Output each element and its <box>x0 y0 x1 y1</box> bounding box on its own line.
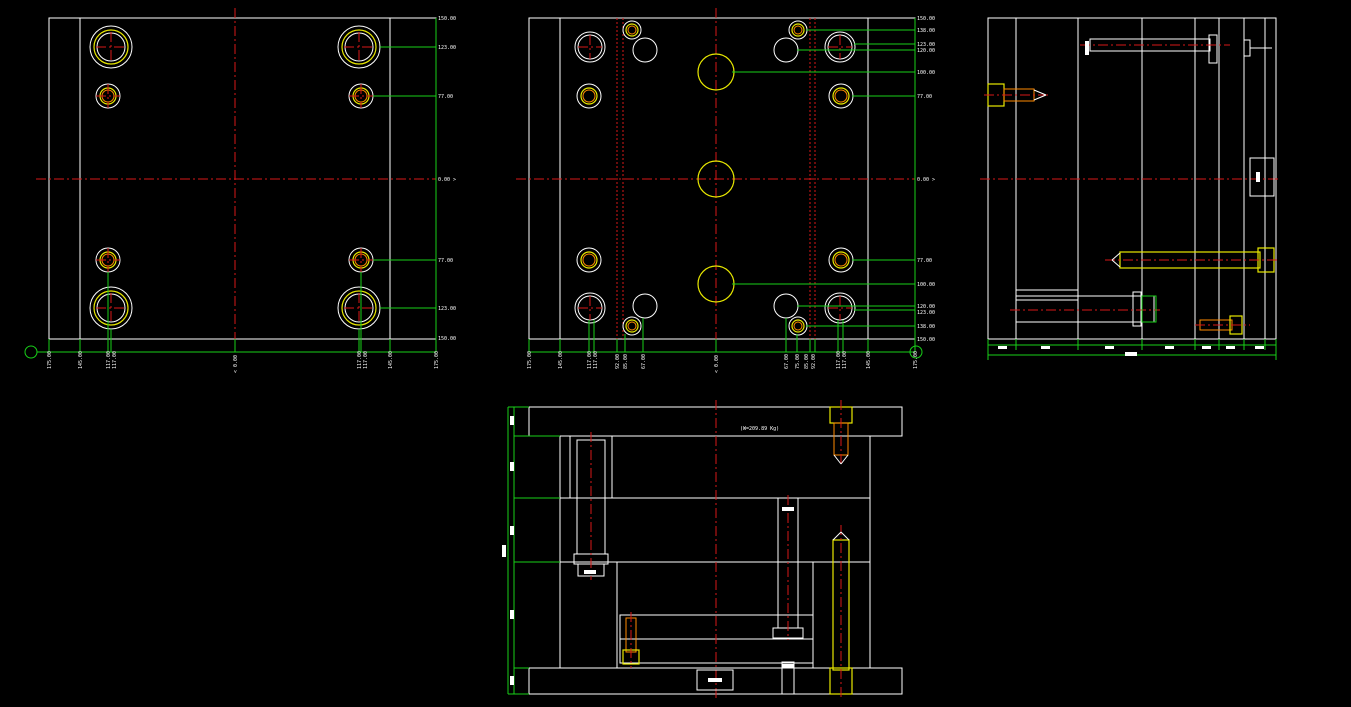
guide-bush-bottom-left <box>89 286 133 330</box>
weight-label: (W=209.89 Kg) <box>740 426 779 432</box>
v2-dim-138-bottom: 138.00 <box>917 324 935 330</box>
v1-bottom-dim-8: 145.00 <box>388 351 394 369</box>
v1-bottom-dim-7: 117.00 <box>363 351 369 369</box>
v2-bottom-dim-12: 92.00 <box>811 354 817 369</box>
v2-dim-77-bottom: 77.00 <box>917 258 932 264</box>
ordinate-dimensions-right <box>373 18 437 339</box>
v1-bottom-dim-6: 117.00 <box>357 351 363 369</box>
guide-bush-top-left <box>89 25 133 69</box>
v2-bottom-dim-15: 145.00 <box>866 351 872 369</box>
v2-bottom-dim-6: 85.00 <box>623 354 629 369</box>
top-clamp-screw <box>829 400 853 465</box>
v2-bottom-dim-9: 67.00 <box>784 354 790 369</box>
guide-pin-front-left <box>569 432 613 580</box>
v2-bottom-dim-7: 67.00 <box>641 354 647 369</box>
v2-dim-77-top: 77.00 <box>917 94 932 100</box>
v2-bottom-dim-11: 85.00 <box>804 354 810 369</box>
v2-bottom-dim-14: 117.00 <box>842 351 848 369</box>
v2-dim-123-bottom: 123.00 <box>917 310 935 316</box>
v1-dim-123-bottom: 123.00 <box>438 306 456 312</box>
guide-bush-top-right <box>337 25 381 69</box>
v2-bottom-dim-8: < 0.00 <box>714 355 720 373</box>
v2-bottom-dim-13: 117.00 <box>836 351 842 369</box>
ordinate-dimensions-bottom-center <box>528 318 916 353</box>
v1-dim-150-top: 150.00 <box>438 16 456 22</box>
screw-holes-center-view <box>576 20 854 336</box>
v2-dim-150-bottom: 150.00 <box>917 337 935 343</box>
v1-bottom-dim-2: 145.00 <box>78 351 84 369</box>
v2-dim-120-top: 120.00 <box>917 48 935 54</box>
v2-dim-100-bottom: 100.00 <box>917 282 935 288</box>
small-screw-bottom-right <box>1195 315 1250 335</box>
sprue-stop-front <box>696 669 734 691</box>
v2-bottom-dim-1: 175.00 <box>527 351 533 369</box>
guide-pin-top <box>1080 34 1272 64</box>
ordinate-dimensions-bottom <box>48 272 437 353</box>
v2-dim-150-top: 150.00 <box>917 16 935 22</box>
ejector-screw-front <box>622 612 640 668</box>
plate-plan-view-left: 150.00 123.00 77.00 0.00 > 77.00 123.00 … <box>24 8 456 373</box>
datum-symbol-left <box>24 345 49 359</box>
guide-bush-bottom-right <box>337 286 381 330</box>
v1-bottom-dim-5: < 0.00 <box>233 355 239 373</box>
v2-dim-123-top: 123.00 <box>917 42 935 48</box>
return-pin-front <box>772 495 804 695</box>
mold-side-view <box>980 17 1280 360</box>
v2-bottom-dim-3: 117.00 <box>587 351 593 369</box>
datum-symbol-right <box>909 345 923 359</box>
long-screw-right <box>1105 247 1280 273</box>
v2-dim-zero: 0.00 > <box>917 177 935 183</box>
ordinate-dimensions-right-center <box>732 18 916 339</box>
v2-dim-138-top: 138.00 <box>917 28 935 34</box>
v1-bottom-dim-9: 175.00 <box>434 351 440 369</box>
v1-dim-zero: 0.00 > <box>438 177 456 183</box>
side-view-slot <box>1249 157 1275 197</box>
v2-bottom-dim-10: 75.00 <box>795 354 801 369</box>
plate-plan-view-center: 150.00 138.00 123.00 120.00 100.00 77.00… <box>516 8 935 373</box>
socket-screw-left <box>984 83 1050 107</box>
v1-bottom-dim-1: 175.00 <box>47 351 53 369</box>
long-clamp-screw-front <box>829 525 853 700</box>
v1-dim-77-bottom: 77.00 <box>438 258 453 264</box>
v2-dim-120-bottom: 120.00 <box>917 304 935 310</box>
return-pin-bottom <box>1010 289 1160 327</box>
v2-bottom-dim-16: 175.00 <box>913 351 919 369</box>
mold-front-section-view: (W=209.89 Kg) <box>502 400 903 700</box>
v2-bottom-dim-4: 117.00 <box>593 351 599 369</box>
front-view-left-dimensions <box>502 406 560 695</box>
v2-bottom-dim-2: 145.00 <box>558 351 564 369</box>
v1-dim-123-top: 123.00 <box>438 45 456 51</box>
side-view-bottom-dimensions <box>987 339 1277 360</box>
v1-dim-77-top: 77.00 <box>438 94 453 100</box>
v1-dim-150-bottom: 150.00 <box>438 336 456 342</box>
v2-dim-100-top: 100.00 <box>917 70 935 76</box>
v1-bottom-dim-3: 117.00 <box>106 351 112 369</box>
v1-bottom-dim-4: 117.00 <box>112 351 118 369</box>
v2-bottom-dim-5: 92.00 <box>615 354 621 369</box>
